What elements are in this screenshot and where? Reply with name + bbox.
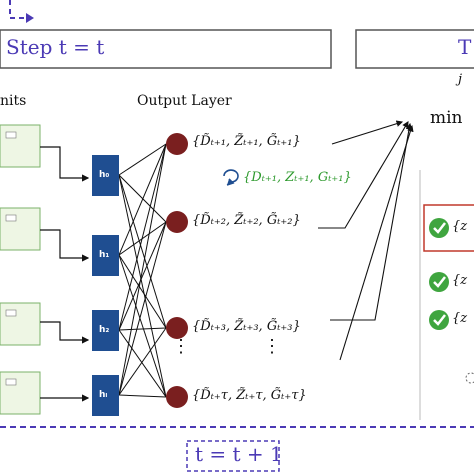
rnn-unit-thumbnails bbox=[0, 124, 41, 415]
connection-line bbox=[118, 327, 167, 331]
feedback-label: {Dₜ₊₁, Zₜ₊₁, Gₜ₊₁} bbox=[243, 170, 352, 185]
ellipsis-labels: ⋮ bbox=[263, 336, 281, 357]
j-label: j bbox=[458, 72, 463, 87]
hidden-unit-label-0: h₀ bbox=[99, 170, 110, 180]
right-item-1: {z bbox=[452, 219, 468, 234]
output-nodes bbox=[166, 133, 188, 408]
output-to-min-arrows bbox=[318, 120, 414, 361]
selected-solution-box bbox=[423, 204, 474, 252]
loop-icon bbox=[223, 169, 239, 186]
connection-line bbox=[118, 143, 167, 396]
connection-line bbox=[118, 143, 167, 176]
hidden-unit-label-2: h₂ bbox=[99, 325, 110, 335]
hidden-unit-label-1: h₁ bbox=[99, 250, 110, 260]
connection-line bbox=[118, 174, 167, 329]
right-item-3: {z bbox=[452, 311, 468, 326]
output-label-3: {D̃ₜ₊₃, Z̃ₜ₊₃, G̃ₜ₊₃} bbox=[192, 319, 301, 334]
connection-line bbox=[118, 327, 167, 396]
output-label-2: {D̃ₜ₊₂, Z̃ₜ₊₂, G̃ₜ₊₂} bbox=[192, 213, 301, 228]
connection-line bbox=[118, 254, 167, 398]
check-icon bbox=[429, 310, 449, 330]
right-title: T bbox=[458, 35, 472, 59]
step-header-box bbox=[0, 29, 332, 69]
pending-icon bbox=[465, 372, 474, 384]
check-icon bbox=[429, 272, 449, 292]
units-label: nits bbox=[0, 93, 27, 109]
connection-line bbox=[118, 221, 167, 396]
time-update-box bbox=[186, 440, 280, 472]
connection-line bbox=[118, 143, 167, 331]
time-update-label: t = t + 1 bbox=[195, 442, 283, 466]
unit-to-hidden-arrows bbox=[40, 146, 90, 402]
output-layer-label: Output Layer bbox=[137, 93, 232, 109]
check-icon bbox=[429, 218, 449, 238]
connection-line bbox=[118, 174, 167, 398]
hidden-units bbox=[92, 155, 119, 416]
ellipsis-output: ⋮ bbox=[172, 336, 190, 357]
right-header-box bbox=[355, 29, 474, 69]
hidden-unit-label-l: hₗ bbox=[99, 390, 108, 400]
output-label-1: {D̃ₜ₊₁, Z̃ₜ₊₁, G̃ₜ₊₁} bbox=[192, 134, 301, 149]
hidden-to-output-connections bbox=[118, 143, 167, 398]
check-icons bbox=[429, 218, 474, 384]
connection-line bbox=[118, 329, 167, 398]
top-dashed-arrow bbox=[9, 0, 28, 19]
right-item-2: {z bbox=[452, 273, 468, 288]
connection-line bbox=[118, 394, 167, 398]
min-label: min bbox=[430, 108, 463, 128]
connection-line bbox=[118, 143, 167, 256]
connection-line bbox=[118, 254, 167, 329]
connection-line bbox=[118, 221, 167, 331]
step-label: Step t = t bbox=[6, 35, 105, 59]
output-label-tau: {D̃ₜ₊τ, Z̃ₜ₊τ, G̃ₜ₊τ} bbox=[192, 388, 307, 403]
